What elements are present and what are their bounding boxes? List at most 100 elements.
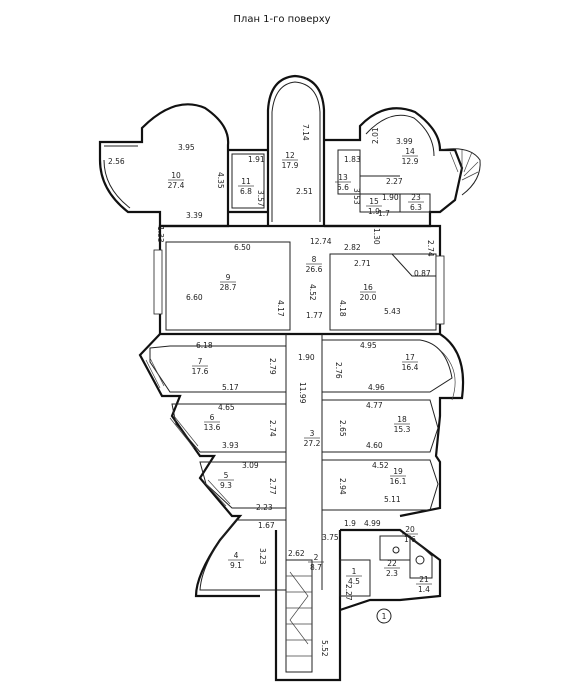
room-number: 13 [338,173,348,182]
room-area: 13.6 [204,423,221,432]
room-number: 4 [234,551,239,560]
room-area: 17.6 [192,367,209,376]
room-label-7: 717.6 [192,357,209,376]
room-label-1: 14.5 [346,567,362,586]
room-number: 9 [226,273,231,282]
dim-label: 4.52 [372,461,389,470]
dim-label: 5.43 [384,307,401,316]
dim-label: 4.52 [308,284,317,301]
dim-label: 12.74 [310,237,332,246]
room-label-23: 236.3 [408,193,424,212]
room-area: 26.6 [306,265,323,274]
dim-label: 2.65 [338,420,347,437]
dim-label: 6.18 [196,341,213,350]
plan-title: План 1-го поверху [233,14,330,25]
room-number: 8 [312,255,317,264]
dim-label: 3.09 [242,461,259,470]
room-number: 15 [369,197,379,206]
dim-label: 6.50 [234,243,251,252]
room-area: 17.9 [282,161,299,170]
room-label-13: 135.6 [335,173,351,192]
dim-label: 2.01 [371,127,380,144]
room-area: 8.7 [310,563,322,572]
room-label-5: 59.3 [218,471,234,490]
dim-label: 5.11 [384,495,401,504]
dim-label: 1.30 [372,228,381,245]
dim-label: 4.65 [218,403,235,412]
room-number: 12 [285,151,295,160]
room-number: 19 [393,467,403,476]
dim-label: 2.74 [268,420,277,437]
room-area: 6.3 [410,203,422,212]
room-label-21: 211.4 [416,575,432,594]
room-area: 20.0 [360,293,377,302]
dim-label: 3.95 [178,143,195,152]
room-number: 1 [352,567,357,576]
dim-label: 1.77 [306,311,323,320]
room-area: 4.5 [348,577,360,586]
room-label-9: 928.7 [220,273,237,292]
room-label-11: 116.8 [238,177,254,196]
dim-label: 0.87 [414,269,431,278]
room-number: 10 [171,171,181,180]
dim-label: 1.90 [298,353,315,362]
room-area: 2.3 [386,569,398,578]
dim-label: 1.33 [156,226,165,243]
room-number: 23 [411,193,421,202]
room-area: 1.4 [418,585,430,594]
room-label-3: 327.2 [304,429,321,448]
dim-label: 1.83 [344,155,361,164]
dim-label: 4.60 [366,441,383,450]
dim-label: 2.62 [288,549,305,558]
room-number: 14 [405,147,415,156]
dim-label: 1.7 [378,209,390,218]
room-number: 21 [419,575,429,584]
dimension-labels: 7.14 3.95 3.99 2.56 4.35 1.91 3.57 2.51 … [108,124,435,657]
room-number: 7 [198,357,203,366]
room-area: 1.6 [404,535,416,544]
room-area: 6.8 [240,187,252,196]
dim-label: 3.39 [186,211,203,220]
dim-label: 4.77 [366,401,383,410]
dim-label: 11.99 [298,382,307,404]
dim-label: 2.77 [268,478,277,495]
room-number: 16 [363,283,373,292]
room-label-15: 151.9 [366,197,382,216]
room-number: 2 [314,553,319,562]
dim-label: 2.76 [334,362,343,379]
dim-label: 5.17 [222,383,239,392]
room-number: 18 [397,415,407,424]
dim-label: 3.75 [322,533,339,542]
room-area: 15.3 [394,425,411,434]
room-area: 12.9 [402,157,419,166]
dim-label: 2.94 [338,478,347,495]
room-area: 5.6 [337,183,349,192]
entrance-marker-label: 1 [382,612,387,621]
room-area: 27.4 [168,181,185,190]
outer-walls [98,74,481,682]
dim-label: 1.9 [344,519,356,528]
dim-label: 2.27 [344,584,353,601]
room-area: 28.7 [220,283,237,292]
room-area: 27.2 [304,439,321,448]
entrance-marker: 1 [376,608,392,624]
dim-label: 2.51 [296,187,313,196]
room-area: 16.1 [390,477,407,486]
dim-label: 2.82 [344,243,361,252]
dim-label: 3.93 [222,441,239,450]
room-area: 16.4 [402,363,419,372]
dim-label: 2.74 [426,240,435,257]
dim-label: 7.14 [301,124,310,141]
dim-label: 4.99 [364,519,381,528]
room-label-2: 28.7 [308,553,324,572]
room-label-6: 613.6 [204,413,221,432]
room-label-8: 826.6 [306,255,323,274]
dim-label: 2.56 [108,157,125,166]
